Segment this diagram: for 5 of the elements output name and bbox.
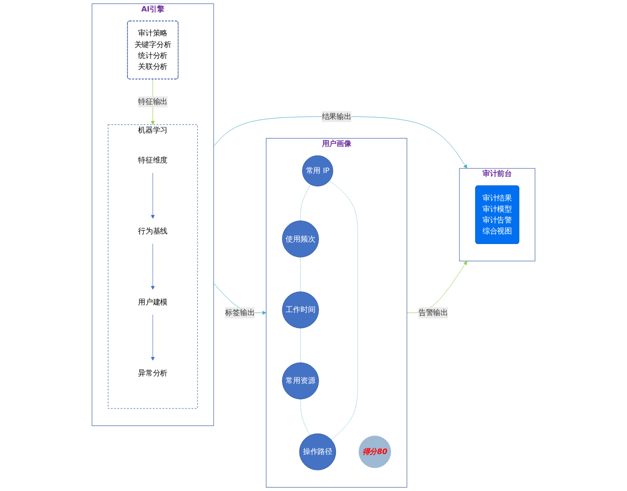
connector: [300, 256, 301, 292]
connector: [300, 398, 310, 436]
connector: [300, 184, 311, 221]
connector: [300, 328, 301, 363]
connector: [329, 180, 358, 440]
